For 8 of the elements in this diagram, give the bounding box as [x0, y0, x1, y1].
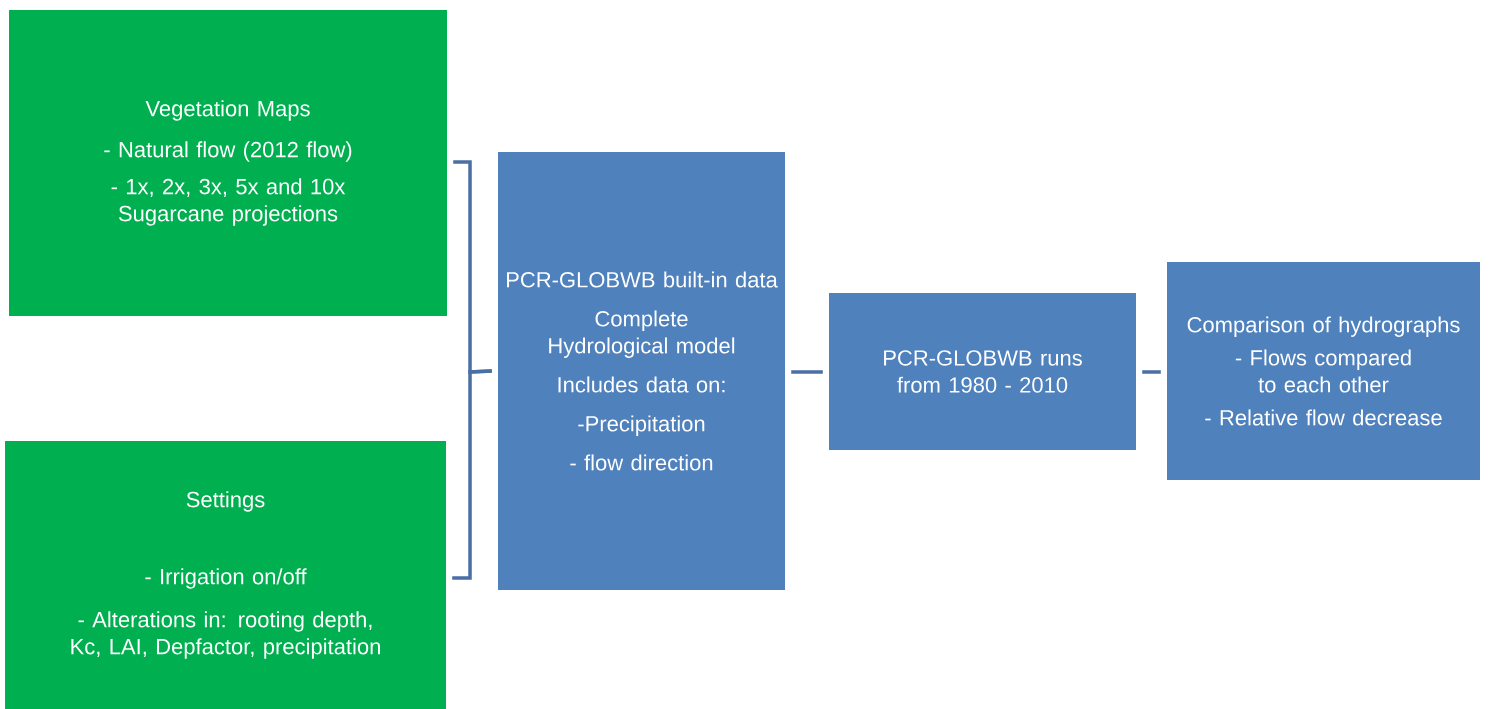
process-box: Vegetation Maps - Natural flow (2012 flow) - 1x, 2x, 3x, 5x and 10x Sugarcane projections: [9, 10, 447, 316]
process-box: PCR-GLOBWB runs from 1980 - 2010: [829, 293, 1136, 450]
connector-line: [1142, 370, 1161, 374]
process-box: PCR-GLOBWB built-in data Complete Hydrological model Includes data on: -Precipitation - flow direction: [498, 152, 785, 590]
connector-line: [791, 370, 823, 374]
process-box: Comparison of hydrographs - Flows compared to each other - Relative flow decrease: [1167, 262, 1480, 480]
process-box: Settings - Irrigation on/off - Alterations in: rooting depth, Kc, LAI, Depfactor, precipitation: [5, 441, 446, 709]
connector-line: [452, 369, 492, 580]
